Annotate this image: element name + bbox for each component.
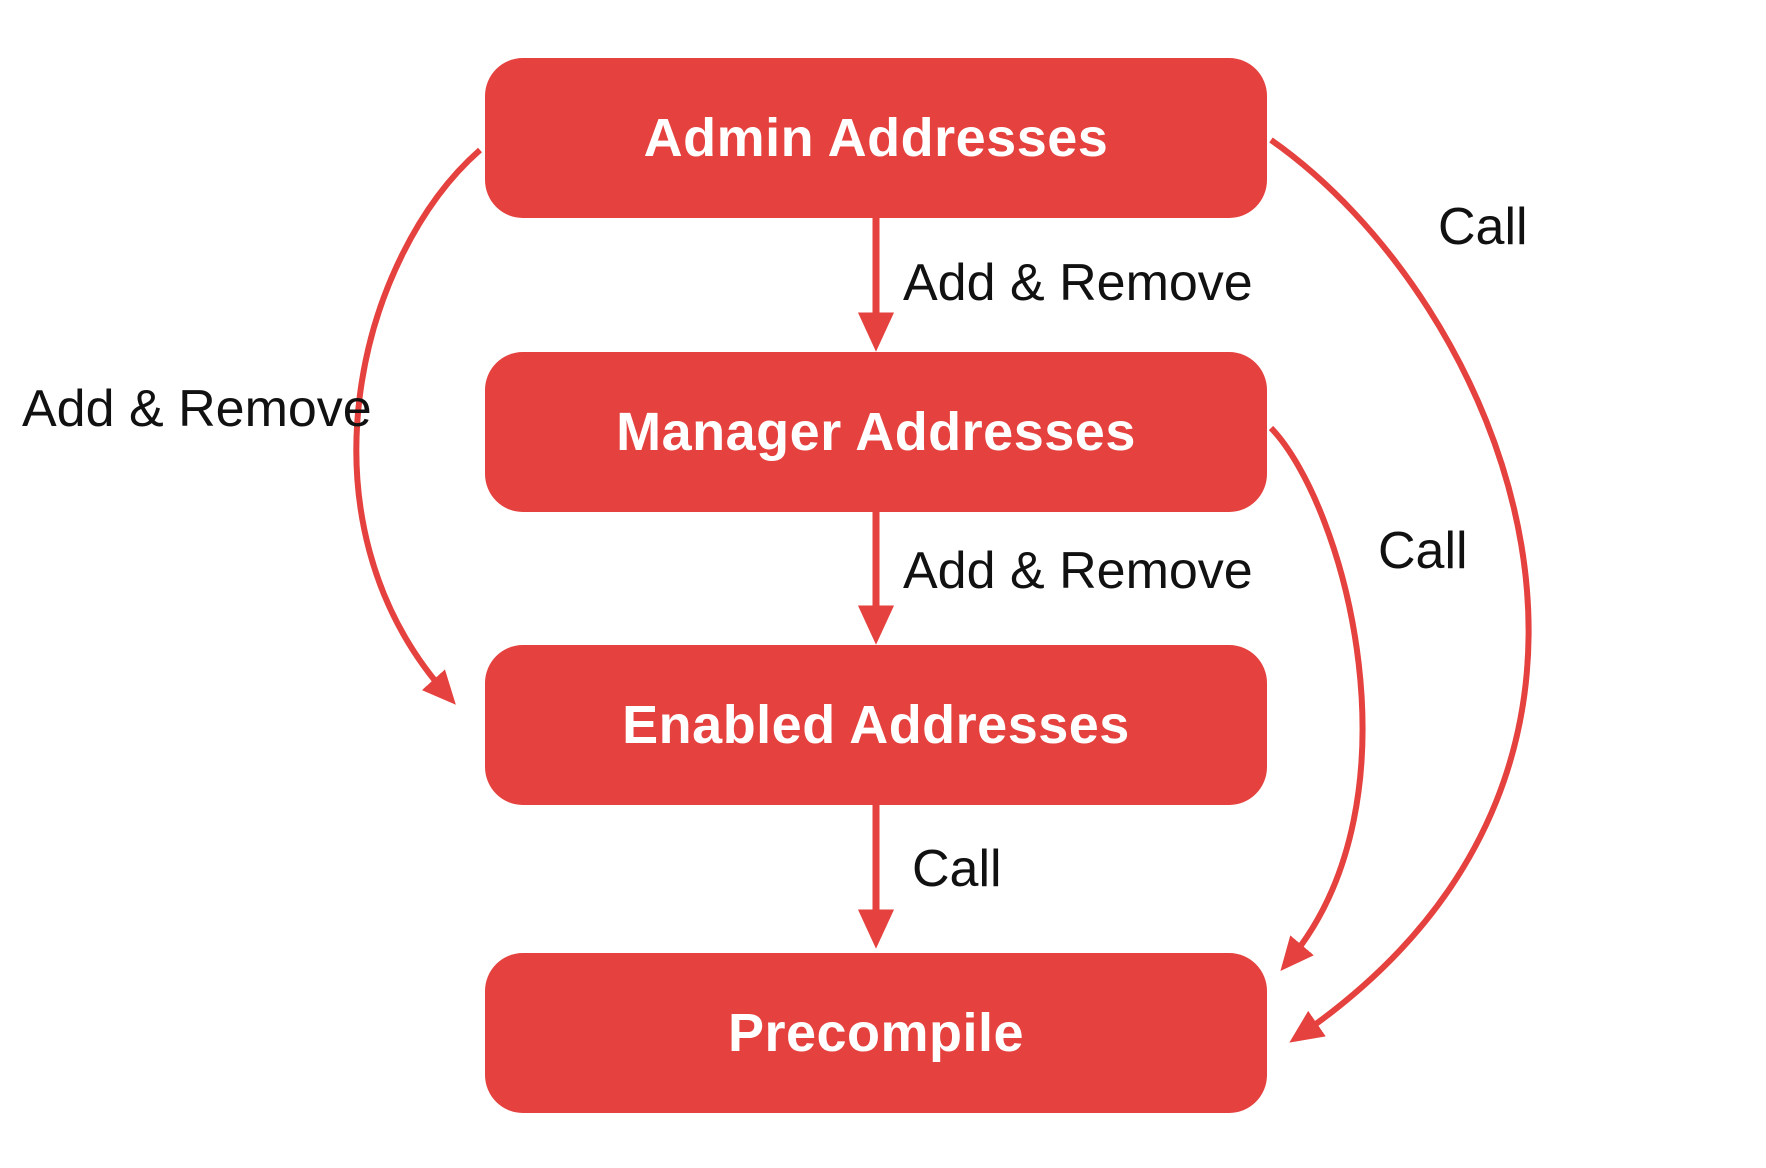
node-precompile: Precompile [485, 953, 1267, 1113]
edge-label-manager-to-enabled: Add & Remove [903, 542, 1253, 600]
edge-label-enabled-to-precompile: Call [912, 840, 1002, 898]
node-manager-addresses-label: Manager Addresses [616, 402, 1136, 462]
node-admin-addresses-label: Admin Addresses [643, 108, 1109, 168]
edge-label-admin-to-precompile: Call [1438, 198, 1528, 256]
node-manager-addresses: Manager Addresses [485, 352, 1267, 512]
node-enabled-addresses: Enabled Addresses [485, 645, 1267, 805]
node-precompile-label: Precompile [727, 1003, 1025, 1063]
node-admin-addresses: Admin Addresses [485, 58, 1267, 218]
arrow-admin-to-precompile [1269, 137, 1532, 1043]
arrow-admin-to-enabled [353, 147, 482, 705]
node-enabled-addresses-label: Enabled Addresses [622, 695, 1130, 755]
edge-label-manager-to-precompile: Call [1378, 522, 1468, 580]
edge-label-admin-to-manager: Add & Remove [903, 254, 1253, 312]
edge-label-admin-to-enabled: Add & Remove [22, 380, 372, 438]
arrow-manager-to-precompile [1268, 425, 1366, 971]
